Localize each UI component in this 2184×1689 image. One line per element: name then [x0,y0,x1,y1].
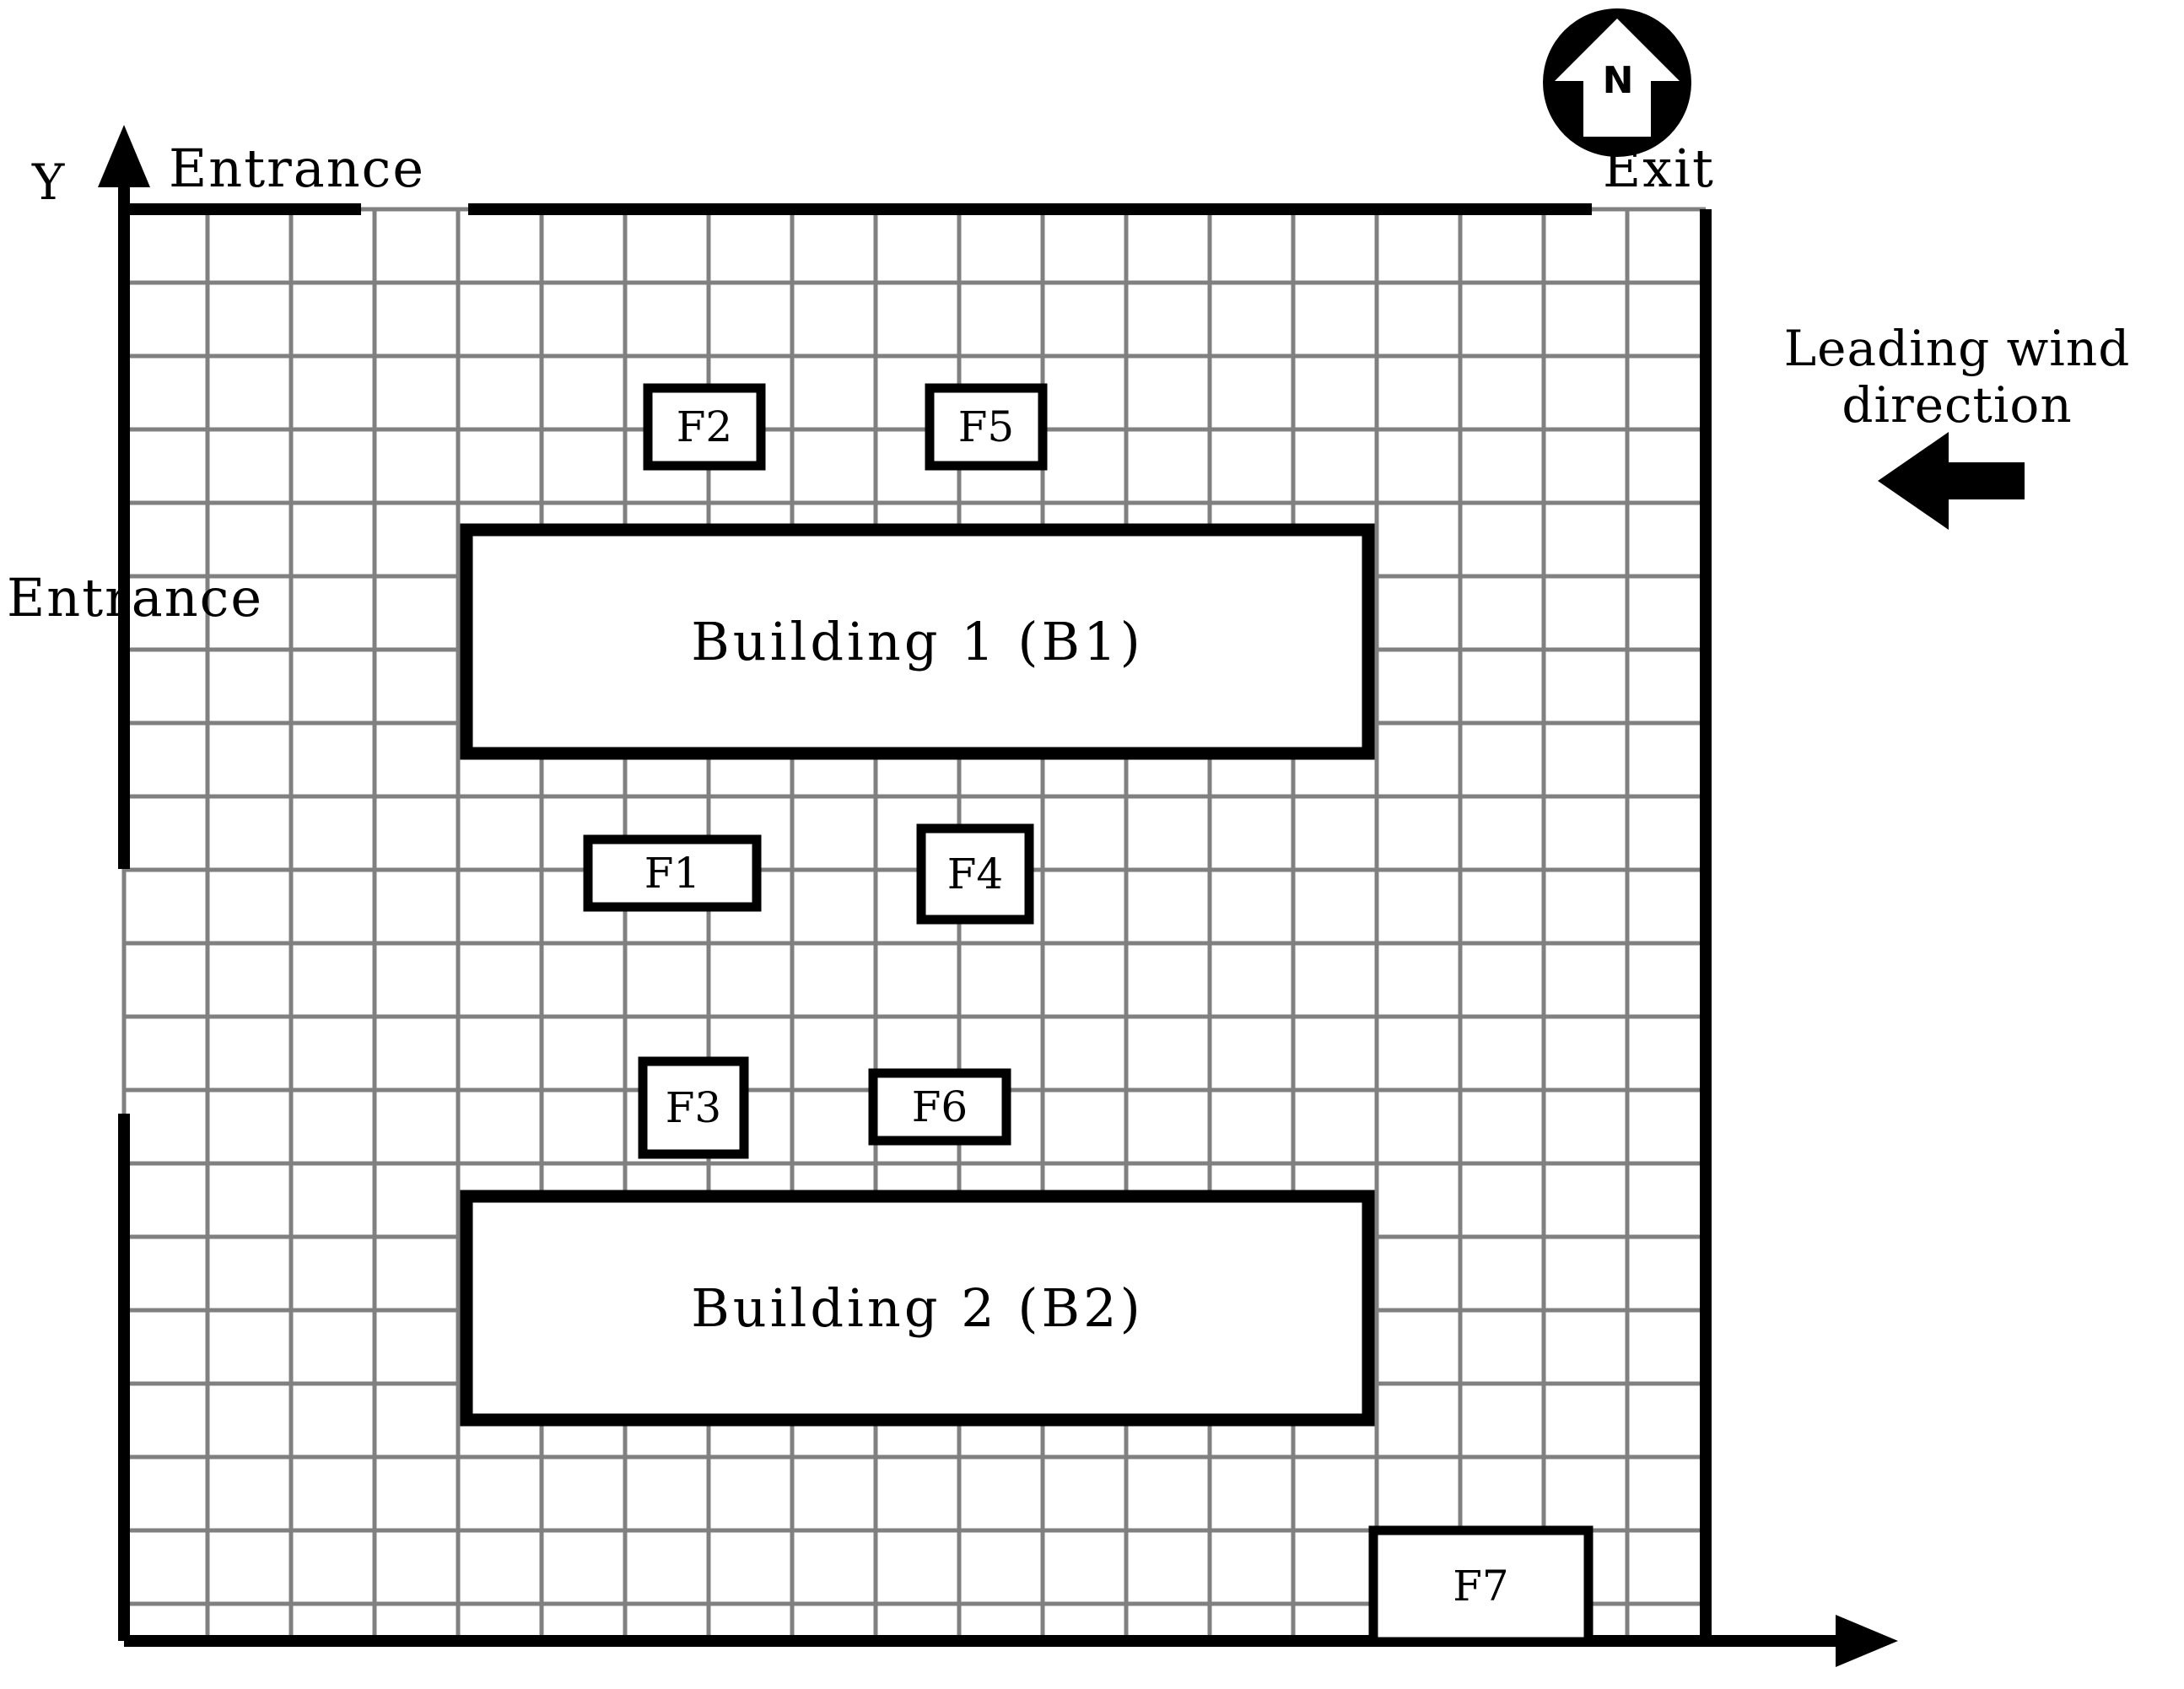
y-axis-arrowhead [98,125,150,187]
facility-f6-rect [868,1068,1011,1146]
wind-label-line2: direction [1842,376,2073,434]
facility-f5-rect [925,383,1048,471]
entrance-top-label: Entrance [169,138,426,199]
facility-f4-rect [916,823,1034,925]
building-b1-rect [460,523,1375,760]
facility-f2-rect [643,383,766,471]
facility-f7-rect [1368,1525,1594,1647]
leading-wind-direction-label: Leading wind direction [1738,320,2176,434]
facility-f1-rect [583,834,762,912]
exit-label: Exit [1603,138,1715,199]
y-axis-label: Y [32,154,65,211]
compass-north-letter: N [1602,59,1634,102]
building-b2-rect [460,1190,1375,1427]
facility-f3-rect [638,1056,749,1159]
y-axis-shaft [118,169,130,869]
x-axis-shaft [124,1635,1853,1647]
wind-label-line1: Leading wind [1783,320,2131,377]
entrance-left-label: Entrance [7,567,264,629]
north-arrow-icon [1543,8,1691,157]
left-arrow-icon [1878,432,2025,530]
x-axis-arrowhead [1836,1615,1898,1667]
